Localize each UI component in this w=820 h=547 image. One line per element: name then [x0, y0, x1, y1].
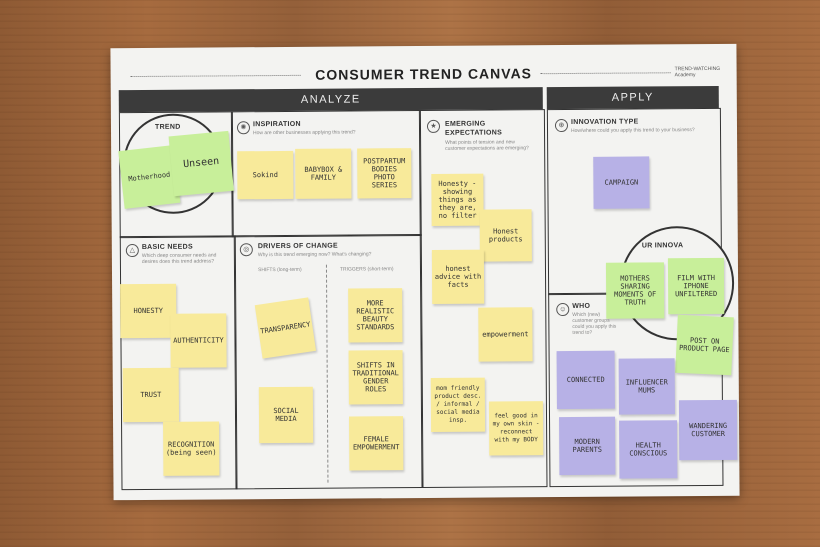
- sticky-note: Honest products: [479, 209, 532, 262]
- sticky-note: INFLUENCER MUMS: [618, 358, 675, 415]
- triggers-label: TRIGGERS (short-term): [339, 266, 394, 273]
- sticky-note: feel good in my own skin - reconnect wit…: [488, 401, 544, 456]
- sticky-note: Honesty - showing things as they are, no…: [431, 173, 484, 226]
- sticky-note: HEALTH CONSCIOUS: [619, 420, 678, 479]
- innovation-type-title: INNOVATION TYPE: [570, 118, 639, 126]
- drivers-subtitle: Why is this trend emerging now? What's c…: [257, 251, 372, 259]
- sticky-note: MODERN PARENTS: [559, 416, 616, 476]
- sticky-note: POSTPARTUM BODIES PHOTO SERIES: [357, 148, 412, 199]
- crosshair-icon: ⊕: [554, 118, 569, 133]
- drivers-title: DRIVERS OF CHANGE: [257, 242, 339, 251]
- innovation-type-subtitle: How/where could you apply this trend to …: [570, 127, 695, 134]
- sticky-note: SHIFTS IN TRADITIONAL GENDER ROLES: [348, 350, 403, 405]
- sticky-note: HONESTY: [120, 283, 177, 339]
- sticky-note: Sokind: [237, 150, 294, 200]
- sticky-note: Unseen: [168, 130, 234, 197]
- sticky-note: mom friendly product desc. / informal / …: [430, 377, 486, 432]
- canvas-title: CONSUMER TREND CANVAS: [315, 65, 533, 83]
- sticky-note: AUTHENTICITY: [170, 313, 227, 368]
- sticky-note: TRUST: [122, 367, 180, 423]
- sticky-note: CONNECTED: [556, 350, 615, 410]
- shifts-label: SHIFTS (long-term): [257, 266, 302, 274]
- sticky-note: empowerment: [478, 307, 533, 362]
- person-icon: ☺: [556, 302, 570, 317]
- basic-needs-title: BASIC NEEDS: [141, 243, 194, 251]
- sticky-note: BABYBOX & FAMILY: [295, 148, 352, 199]
- brand-logo: TREND-WATCHING Academy: [674, 65, 721, 79]
- sticky-note: MORE REALISTIC BEAUTY STANDARDS: [348, 288, 403, 343]
- emerging-title: EMERGING EXPECTATIONS: [444, 120, 503, 137]
- emerging-subtitle: What points of tension and new customer …: [445, 139, 529, 152]
- who-title: WHO: [572, 302, 591, 310]
- sticky-note: MOTHERS SHARING MOMENTS OF TRUTH: [605, 262, 665, 319]
- canvas-sheet: CONSUMER TREND CANVAS TREND-WATCHING Aca…: [110, 43, 740, 501]
- sticky-note: SOCIAL MEDIA: [258, 386, 314, 444]
- lightbulb-icon: ✺: [236, 121, 251, 135]
- sticky-note: TRANSPARENCY: [254, 297, 317, 359]
- analyze-header: ANALYZE: [118, 87, 543, 113]
- sticky-note: RECOGNITION (being seen): [163, 421, 220, 476]
- inspiration-subtitle: How are other businesses applying this t…: [253, 129, 356, 137]
- basic-needs-subtitle: Which deep consumer needs and desires do…: [141, 252, 217, 265]
- sticky-note: honest advice with facts: [431, 249, 485, 304]
- inspiration-title: INSPIRATION: [252, 120, 301, 129]
- apply-header: APPLY: [546, 85, 719, 110]
- sticky-note: POST ON PRODUCT PAGE: [675, 314, 734, 376]
- sticky-note: CAMPAIGN: [593, 156, 650, 209]
- trend-title: TREND: [154, 123, 181, 131]
- sticky-note: FILM WITH IPHONE UNFILTERED: [667, 257, 725, 315]
- sticky-note: WANDERING CUSTOMER: [678, 399, 738, 461]
- star-icon: ★: [426, 119, 441, 133]
- triangle-icon: △: [125, 243, 139, 258]
- innovation-ring-title: UR INNOVA: [641, 242, 684, 250]
- sticky-note: FEMALE EMPOWERMENT: [349, 416, 404, 471]
- compass-icon: ◎: [239, 243, 253, 257]
